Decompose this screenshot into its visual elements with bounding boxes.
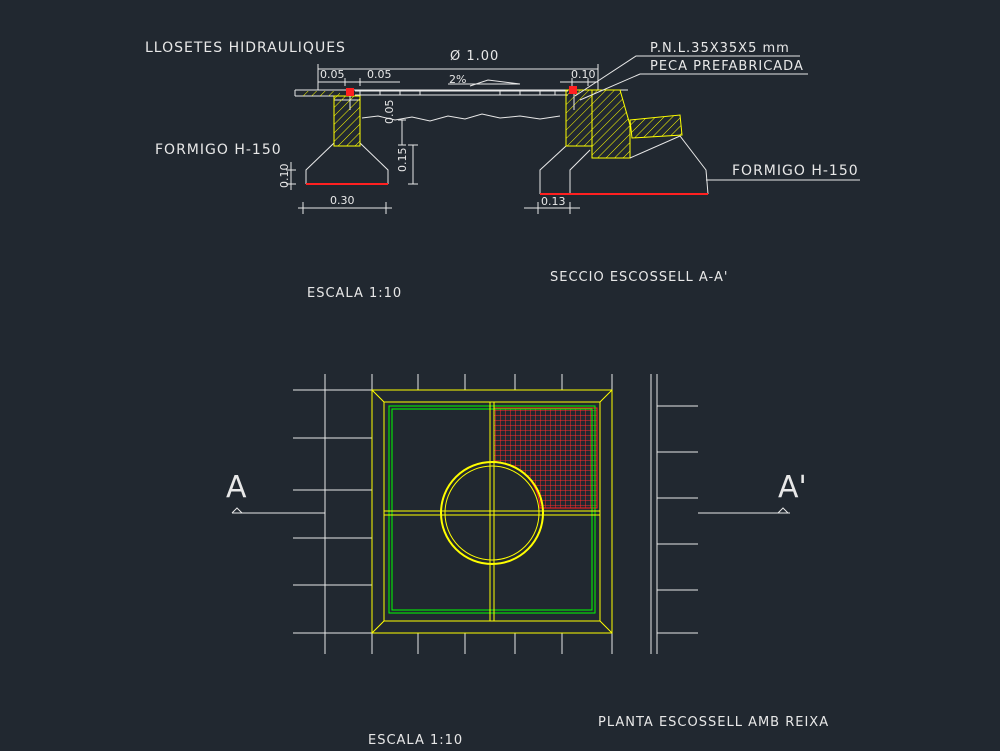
concrete-right-label: FORMIGO H-150 [732,163,859,179]
dim-0-30: 0.30 [330,194,355,207]
dim-0-10-vertical: 0.10 [278,163,291,189]
plan-title: PLANTA ESCOSSELL AMB REIXA [598,715,830,730]
tile-label: LLOSETES HIDRAULIQUES [145,40,346,56]
dim-0-05-b: 0.05 [367,68,392,81]
section-drawing [286,55,860,214]
dim-slope: 2% [449,73,467,86]
prefab-piece-label: PECA PREFABRICADA [650,59,804,74]
plan-drawing [231,374,790,654]
section-title: SECCIO ESCOSSELL A-A' [550,270,729,285]
concrete-left-label: FORMIGO H-150 [155,142,282,158]
dim-0-05-a: 0.05 [320,68,345,81]
section-scale: ESCALA 1:10 [307,286,403,301]
dim-0-05-vertical: 0.05 [383,99,396,125]
dim-0-15-vertical: 0.15 [396,147,409,173]
cut-marker-right: A' [778,470,807,505]
diameter-label: Ø 1.00 [450,49,500,64]
dim-0-13: 0.13 [541,195,566,208]
plan-scale: ESCALA 1:10 [368,733,464,748]
profile-label: P.N.L.35X35X5 mm [650,41,790,56]
cut-marker-left: A [226,470,247,505]
dim-0-10-top: 0.10 [571,68,596,81]
